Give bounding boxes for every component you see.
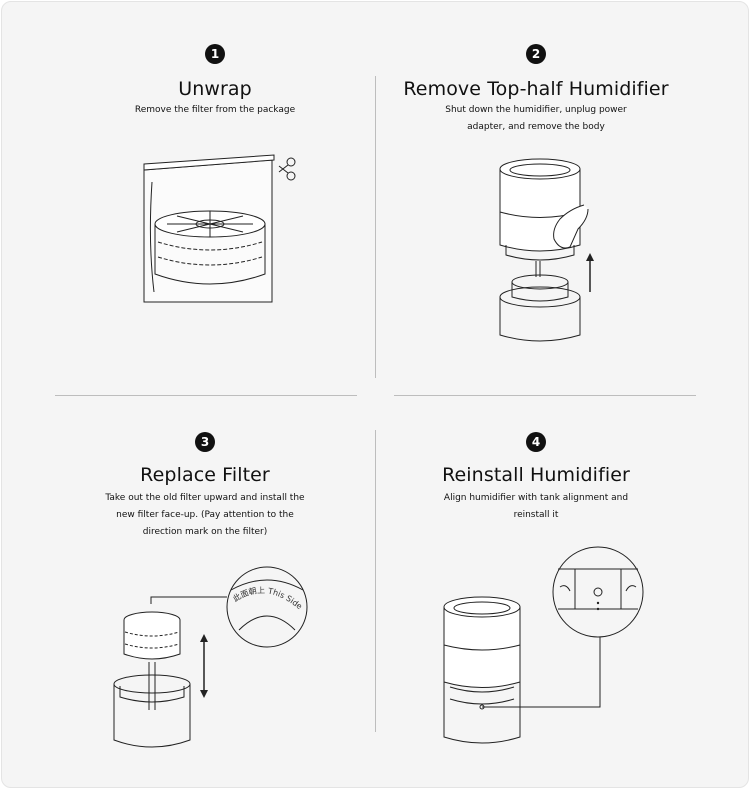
- step-description: Shut down the humidifier, unplug power a…: [386, 102, 686, 136]
- step-number-badge: 2: [526, 44, 546, 64]
- description-line: Take out the old filter upward and insta…: [105, 493, 305, 503]
- step-title: Remove Top-half Humidifier: [403, 78, 669, 100]
- filter-package-illustration: [142, 152, 302, 307]
- description-line: reinstall it: [513, 510, 559, 520]
- step-description: Take out the old filter upward and insta…: [55, 490, 355, 541]
- description-line: Shut down the humidifier, unplug power: [445, 105, 627, 115]
- description-line: adapter, and remove the body: [467, 122, 605, 132]
- description-line: Remove the filter from the package: [134, 105, 296, 115]
- divider-vertical-top: [375, 76, 376, 378]
- step-title: Replace Filter: [140, 464, 270, 486]
- divider-horizontal-right: [394, 395, 696, 396]
- arrow-up-icon: [586, 253, 594, 292]
- filter-replace-illustration: 此面朝上 This Side Up: [104, 555, 317, 752]
- step-number-badge: 1: [205, 44, 225, 64]
- step-title: Unwrap: [178, 78, 252, 100]
- step-description: Align humidifier with tank alignment and…: [386, 490, 686, 524]
- description-line: Align humidifier with tank alignment and: [443, 493, 629, 503]
- step-number-badge: 4: [526, 432, 546, 452]
- humidifier-removal-illustration: [492, 157, 594, 347]
- step-number-badge: 3: [195, 432, 215, 452]
- description-line: direction mark on the filter): [142, 527, 268, 537]
- humidifier-reinstall-illustration: [440, 547, 650, 752]
- description-line: new filter face-up. (Pay attention to th…: [116, 510, 294, 520]
- step-title: Reinstall Humidifier: [442, 464, 630, 486]
- divider-vertical-bottom: [375, 430, 376, 732]
- step-description: Remove the filter from the package: [65, 102, 365, 119]
- divider-horizontal-left: [55, 395, 357, 396]
- arrow-up-down-icon: [200, 634, 208, 698]
- scissors-icon: [279, 158, 295, 180]
